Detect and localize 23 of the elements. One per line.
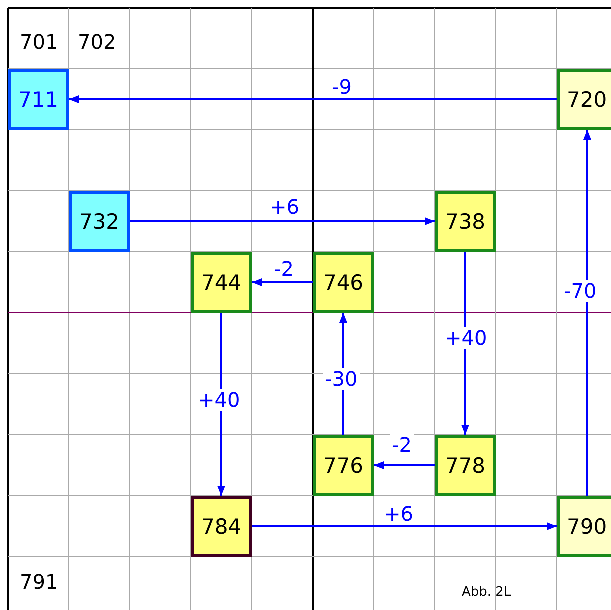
edge-label: -30: [323, 368, 360, 390]
arrow: [584, 130, 592, 496]
number-box: 720: [557, 69, 611, 130]
arrow: [130, 218, 435, 226]
number-box: 746: [313, 252, 374, 313]
arrow: [218, 313, 226, 496]
arrow: [252, 278, 313, 286]
grid-number: 701: [20, 30, 58, 54]
number-box: 790: [557, 496, 611, 557]
number-box: 732: [69, 191, 130, 252]
number-box: 744: [191, 252, 252, 313]
figure-label: Abb. 2L: [462, 585, 512, 600]
grid-number: 702: [78, 30, 116, 54]
number-box: 711: [8, 69, 69, 130]
number-box: 778: [435, 435, 496, 496]
number-box: 784: [191, 496, 252, 557]
arrow: [462, 252, 470, 435]
grid-number: 791: [20, 570, 58, 594]
arrow: [69, 96, 557, 104]
number-box: 776: [313, 435, 374, 496]
arrow: [374, 462, 435, 470]
arrow: [252, 522, 557, 530]
number-box: 738: [435, 191, 496, 252]
